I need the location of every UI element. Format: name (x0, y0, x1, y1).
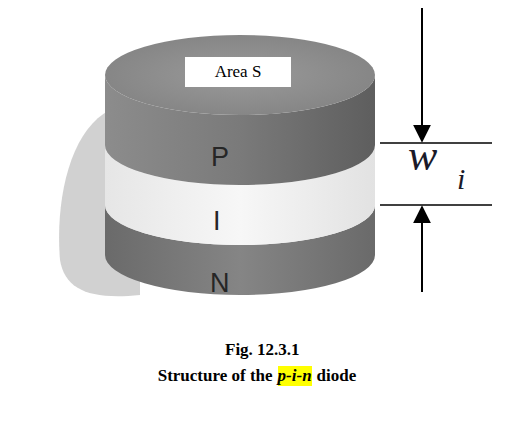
layer-letter: N (210, 268, 230, 299)
layer-letter: I (213, 206, 221, 237)
figure-number: Fig. 12.3.1 (225, 340, 300, 360)
highlighted-term: p-i-n (278, 366, 312, 386)
caption-line: Structure of thep-i-ndiode (0, 366, 514, 386)
dimension-symbol: w (408, 130, 437, 181)
node-text: Area S (215, 62, 262, 82)
area-label-box: Area S (185, 57, 291, 87)
caption-text: diode (317, 366, 357, 386)
caption-text: Structure of the (158, 366, 273, 386)
dimension-subscript: i (457, 162, 465, 196)
layer-letter: P (211, 142, 229, 173)
